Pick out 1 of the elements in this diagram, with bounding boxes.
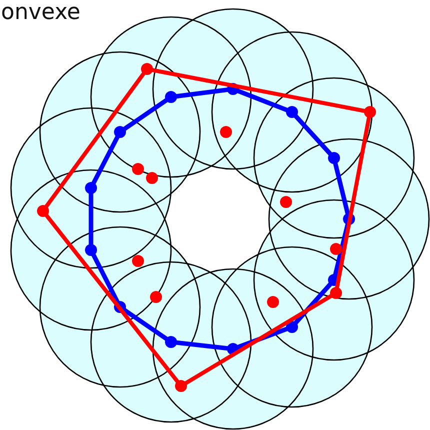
- caption-text: onvexe: [1, 0, 80, 25]
